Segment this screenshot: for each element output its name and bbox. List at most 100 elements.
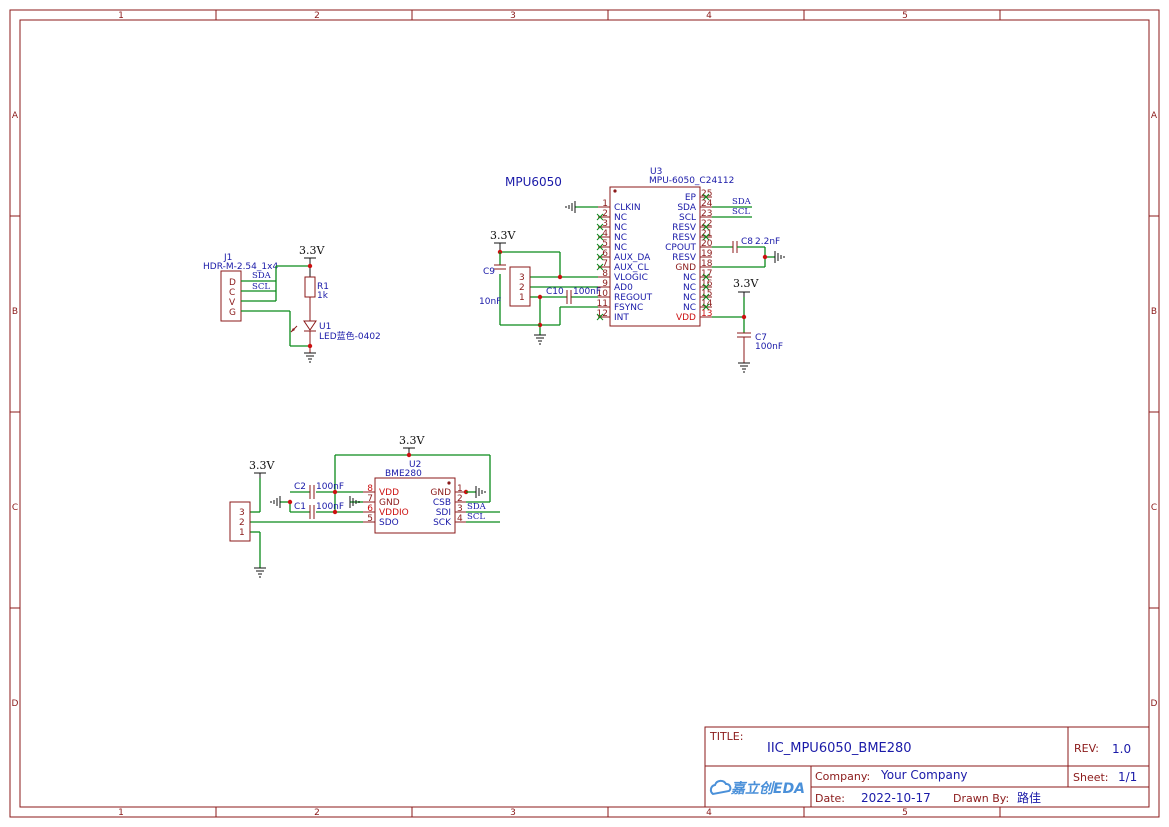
title-value: IIC_MPU6050_BME280 <box>767 741 912 756</box>
power-3v3-label-bme-top: 3.3V <box>399 434 425 447</box>
c10-value: 100nF <box>573 287 601 297</box>
title-label: TITLE: <box>709 730 743 743</box>
u3-pin-num-23: 23 <box>701 209 712 219</box>
u3-pin-num-10: 10 <box>597 289 609 299</box>
u3-pin-name-21: RESV <box>672 233 697 243</box>
u3-scl-net: SCL <box>712 207 752 218</box>
u3-pin-name-15: NC <box>683 293 696 303</box>
j1-pin-v: V <box>229 298 236 308</box>
jumper-mpu[interactable]: 3 2 1 <box>509 266 531 307</box>
power-3v3-label-mpu-left: 3.3V <box>490 229 516 242</box>
col-label-bottom-4: 4 <box>706 808 712 818</box>
jumper-bme-pin-1: 1 <box>239 528 245 538</box>
u3-pin-num-1: 1 <box>602 199 608 209</box>
c2-capacitor[interactable]: C2 100nF <box>294 482 344 499</box>
gnd-bme-jumper <box>254 567 266 578</box>
u3-pin-num-25: 25 <box>701 189 712 199</box>
net-sda-j1: SDA <box>252 271 272 281</box>
c9-value: 10nF <box>479 297 501 307</box>
c9-ref: C9 <box>483 267 495 277</box>
c1-capacitor[interactable]: C1 100nF <box>294 502 344 519</box>
power-3v3-mpu-left: 3.3V <box>490 229 516 252</box>
r1-ref: R1 <box>317 282 329 292</box>
c8-value: 2.2nF <box>755 237 780 247</box>
row-label-left-d: D <box>12 699 19 709</box>
rev-value: 1.0 <box>1112 742 1131 756</box>
col-label-bottom-1: 1 <box>118 808 124 818</box>
mpu6050-annotation: MPU6050 <box>505 175 562 189</box>
j1-ref: J1 <box>223 253 232 263</box>
c7-ref: C7 <box>755 333 767 343</box>
u3-pin-num-7: 7 <box>602 259 608 269</box>
company-label: Company: <box>815 770 870 783</box>
jumper-bme-pin-3: 3 <box>239 508 245 518</box>
r1-resistor[interactable]: R1 1k <box>304 276 329 321</box>
net-sda-bme: SDA <box>467 502 487 512</box>
title-block: TITLE: IIC_MPU6050_BME280 REV: 1.0 Compa… <box>704 726 1150 808</box>
col-label-bottom-3: 3 <box>510 808 516 818</box>
u3-pin-num-2: 2 <box>602 209 608 219</box>
jumper-bme-pin-2: 2 <box>239 518 245 528</box>
u3-pin-name-6: AUX_DA <box>614 253 651 263</box>
u1-led[interactable]: U1 LED蓝色-0402 <box>290 320 381 346</box>
c2-value: 100nF <box>316 482 344 492</box>
j1-header[interactable]: J1 HDR-M-2.54_1x4 D C V G <box>203 253 278 322</box>
u3-pin-name-20: CPOUT <box>665 243 696 253</box>
u3-pin-num-6: 6 <box>602 249 608 259</box>
jumper-mpu-pin-1: 1 <box>519 293 525 303</box>
gnd-led <box>304 343 316 363</box>
u2-pin-name-6: VDDIO <box>379 508 409 518</box>
row-label-left-a: A <box>12 111 19 121</box>
c9-capacitor[interactable]: C9 10nF <box>479 264 506 307</box>
gnd-c1c2 <box>270 496 281 508</box>
u1-value: LED蓝色-0402 <box>319 330 381 342</box>
j1-pin-g: G <box>229 308 236 318</box>
u3-pin-name-17: NC <box>683 273 696 283</box>
u2-pin-num-7: 7 <box>367 494 373 504</box>
col-label-top-3: 3 <box>510 11 516 21</box>
u2-pin-num-3: 3 <box>457 504 463 514</box>
jumper-bme[interactable]: 3 2 1 <box>229 501 251 542</box>
u3-pin-name-9: AD0 <box>614 283 633 293</box>
u2-pin-num-6: 6 <box>367 504 373 514</box>
c8-capacitor[interactable]: C8 2.2nF <box>712 237 780 268</box>
u3-pin-name-19: RESV <box>672 253 697 263</box>
c10-capacitor[interactable]: C10 100nF <box>546 287 601 304</box>
u3-pin-name-1: CLKIN <box>614 203 641 213</box>
u3-pin-name-16: NC <box>683 283 696 293</box>
net-scl-j1: SCL <box>252 282 270 292</box>
c8-ref: C8 <box>741 237 753 247</box>
u3-pin-num-18: 18 <box>701 259 713 269</box>
u3-right-pins: 25EP24SDA23SCL22RESV21RESV20CPOUT19RESV1… <box>665 189 713 323</box>
u2-pin-name-5: SDO <box>379 518 399 528</box>
col-label-top-2: 2 <box>314 11 320 21</box>
u3-pin-name-4: NC <box>614 233 627 243</box>
col-label-bottom-5: 5 <box>902 808 908 818</box>
u3-pin-name-25: EP <box>685 193 697 203</box>
u3-pin-name-5: NC <box>614 243 627 253</box>
u3-pin-num-15: 15 <box>701 289 712 299</box>
c7-capacitor[interactable]: C7 100nF <box>712 297 783 363</box>
gnd-c7 <box>738 362 750 373</box>
u3-pin-name-23: SCL <box>679 213 696 223</box>
drawn-value: 路佳 <box>1017 790 1041 805</box>
u3-pin-num-22: 22 <box>701 219 712 229</box>
u3-pin-num-5: 5 <box>602 239 608 249</box>
power-3v3-bme-left: 3.3V <box>249 459 275 478</box>
u3-pin-name-8: VLOGIC <box>614 273 648 283</box>
u3-pin-num-20: 20 <box>701 239 713 249</box>
gnd-mpu-left <box>534 334 546 345</box>
c2-ref: C2 <box>294 482 306 492</box>
u2-pin-num-8: 8 <box>367 484 373 494</box>
u3-pin-num-4: 4 <box>602 229 608 239</box>
gnd-bme-pin1 <box>475 486 486 498</box>
u3-pin-name-7: AUX_CL <box>614 263 649 273</box>
c1-value: 100nF <box>316 502 344 512</box>
j1-value: HDR-M-2.54_1x4 <box>203 262 278 272</box>
date-value: 2022-10-17 <box>861 791 931 805</box>
jumper-mpu-pin-2: 2 <box>519 283 525 293</box>
